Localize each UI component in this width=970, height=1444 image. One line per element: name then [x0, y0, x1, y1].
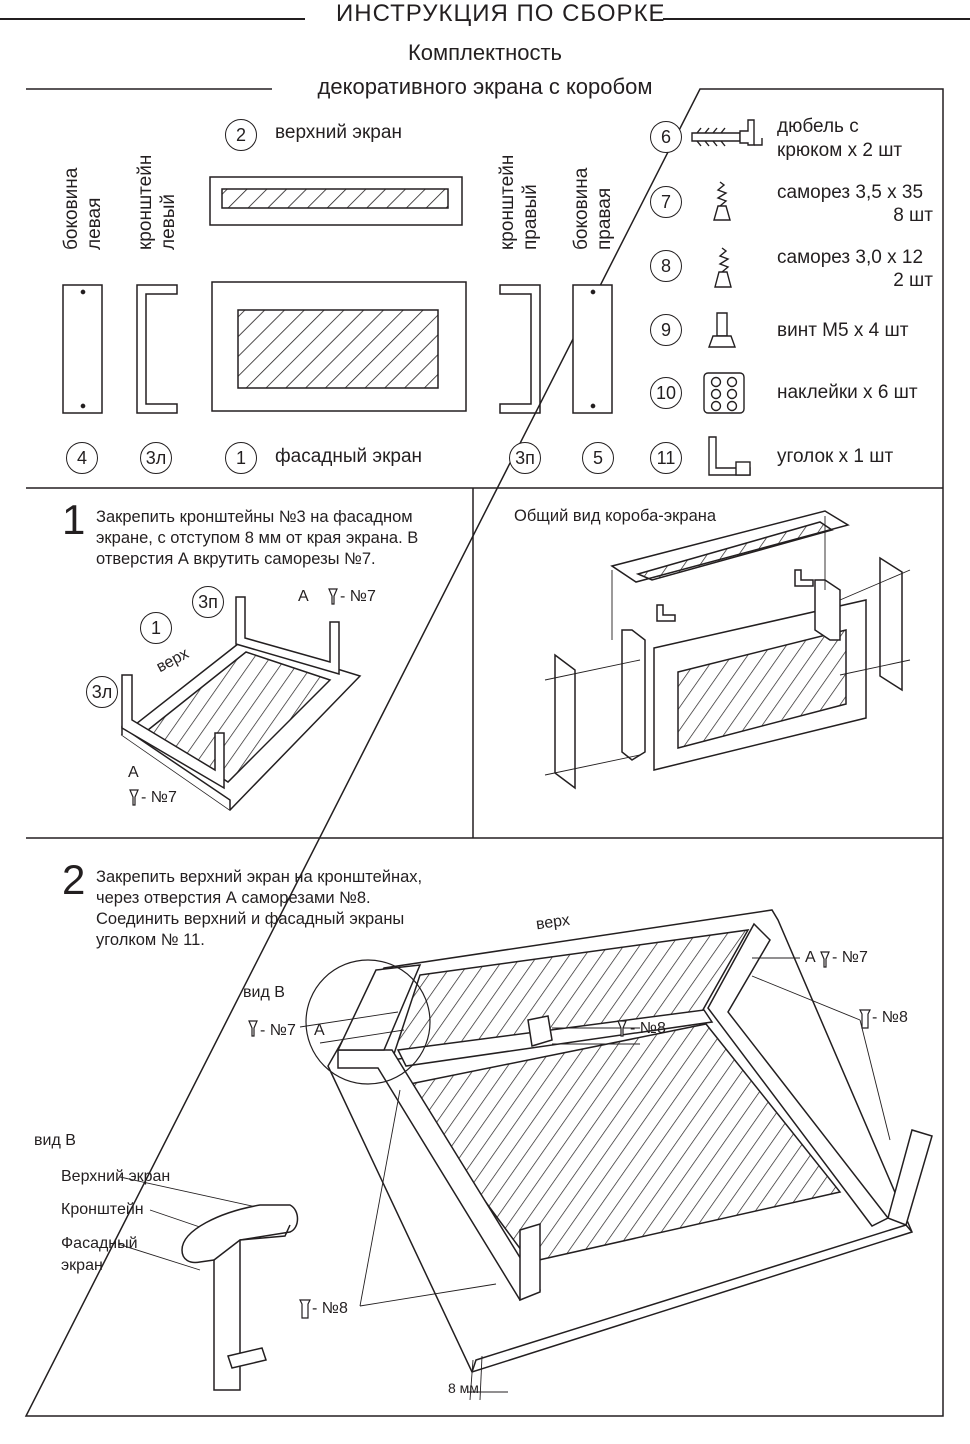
general-view-title: Общий вид короба-экрана: [514, 507, 717, 525]
part-number-11: 11: [650, 442, 682, 474]
dowel-hook-icon: [691, 119, 763, 147]
detail-label-bracket: Кронштейн: [61, 1201, 144, 1218]
part-label-screw30-line1: саморез 3,0 х 12: [777, 247, 924, 268]
step1-number: 1: [62, 496, 86, 543]
part-label-screw35-line1: саморез 3,5 х 35: [777, 182, 924, 203]
part-number-5: 5: [582, 442, 614, 474]
step2-assembly-drawing: [327, 909, 933, 1373]
magnifier-circle: [305, 959, 431, 1085]
part-number-9: 9: [650, 314, 682, 346]
part-label-dowel-line2: крюком х 2 шт: [777, 140, 903, 161]
part-number-3p: 3п: [509, 442, 541, 474]
bracket-left-drawing: [136, 284, 178, 414]
general-view-drawing: [554, 510, 903, 790]
corner-bracket-icon: [708, 436, 751, 476]
top-screen-drawing: [209, 176, 463, 226]
step2-screw8-bottom: - №8: [312, 1300, 348, 1317]
subtitle-line1: Комплектность: [407, 40, 563, 65]
stickers-icon: [703, 372, 745, 414]
step1-callout-3p: 3п: [192, 586, 224, 618]
step2-instructions: Закрепить верхний экран на кронштейнах, …: [96, 868, 423, 949]
step2-screw7-left: - №7: [260, 1022, 296, 1039]
step1-instructions: Закрепить кронштейны №3 на фасадном экра…: [96, 508, 419, 568]
part-number-10: 10: [650, 377, 682, 409]
step1-label-a-bottom: А: [128, 764, 139, 781]
detail-label-front-line2: экран: [61, 1257, 103, 1274]
part-label-screw30-line2: 2 шт: [893, 270, 933, 291]
detail-b-title: вид В: [34, 1132, 76, 1149]
part-number-1: 1: [225, 442, 257, 474]
step2-label-vid-b-top: вид В: [243, 984, 285, 1001]
step1-assembly-drawing: [120, 596, 362, 811]
part-label-stickers: наклейки х 6 шт: [777, 382, 918, 403]
step2-screw7-right: - №7: [832, 949, 868, 966]
general-view-guides: [544, 516, 911, 776]
step1-label-a-top: А: [298, 588, 309, 605]
part-number-6: 6: [650, 121, 682, 153]
detail-label-front-line1: Фасадный: [61, 1235, 138, 1252]
detail-view-b-drawing: [181, 1204, 299, 1391]
step2-leader-lines: [117, 957, 891, 1401]
header-rule-right: [663, 18, 970, 20]
subtitle-line2: декоративного экрана с коробом: [317, 74, 653, 99]
step1-callout-1: 1: [140, 612, 172, 644]
detail-label-top-screen: Верхний экран: [61, 1168, 171, 1185]
step2-label-a-right: А: [805, 949, 816, 966]
part-label-top-screen: верхний экран: [275, 122, 402, 143]
part-label-dowel-line1: дюбель с: [777, 116, 859, 137]
part-label-bolt: винт М5 х 4 шт: [777, 320, 909, 341]
side-left-drawing: [62, 284, 103, 414]
step2-number: 2: [62, 856, 86, 903]
screw-icon: [713, 181, 731, 221]
step2-screw8-center: - №8: [630, 1020, 666, 1037]
front-screen-drawing: [211, 281, 467, 412]
screw-glyphs: [129, 588, 871, 1319]
part-label-corner: уголок х 1 шт: [777, 446, 894, 467]
header-rule-left: [0, 18, 305, 20]
part-number-8: 8: [650, 250, 682, 282]
part-label-front-screen: фасадный экран: [275, 446, 423, 467]
screw-icon: [714, 247, 732, 288]
side-right-drawing: [572, 284, 613, 414]
step1-screw-label-bottom: - №7: [141, 789, 177, 806]
step1-screw-label-top: - №7: [340, 588, 376, 605]
part-label-screw35-line2: 8 шт: [893, 205, 933, 226]
bolt-icon: [708, 312, 736, 348]
step1-callout-3l: 3л: [86, 676, 118, 708]
step2-screw8-right: - №8: [872, 1009, 908, 1026]
step2-label-a-left: А: [314, 1022, 325, 1039]
part-number-2: 2: [225, 119, 257, 151]
step2-dimension-8mm: 8 мм: [448, 1380, 479, 1396]
part-number-7: 7: [650, 186, 682, 218]
page-title: ИНСТРУКЦИЯ ПО СБОРКЕ: [336, 0, 666, 27]
part-number-4: 4: [66, 442, 98, 474]
part-number-3l: 3л: [140, 442, 172, 474]
bracket-right-drawing: [499, 284, 541, 414]
